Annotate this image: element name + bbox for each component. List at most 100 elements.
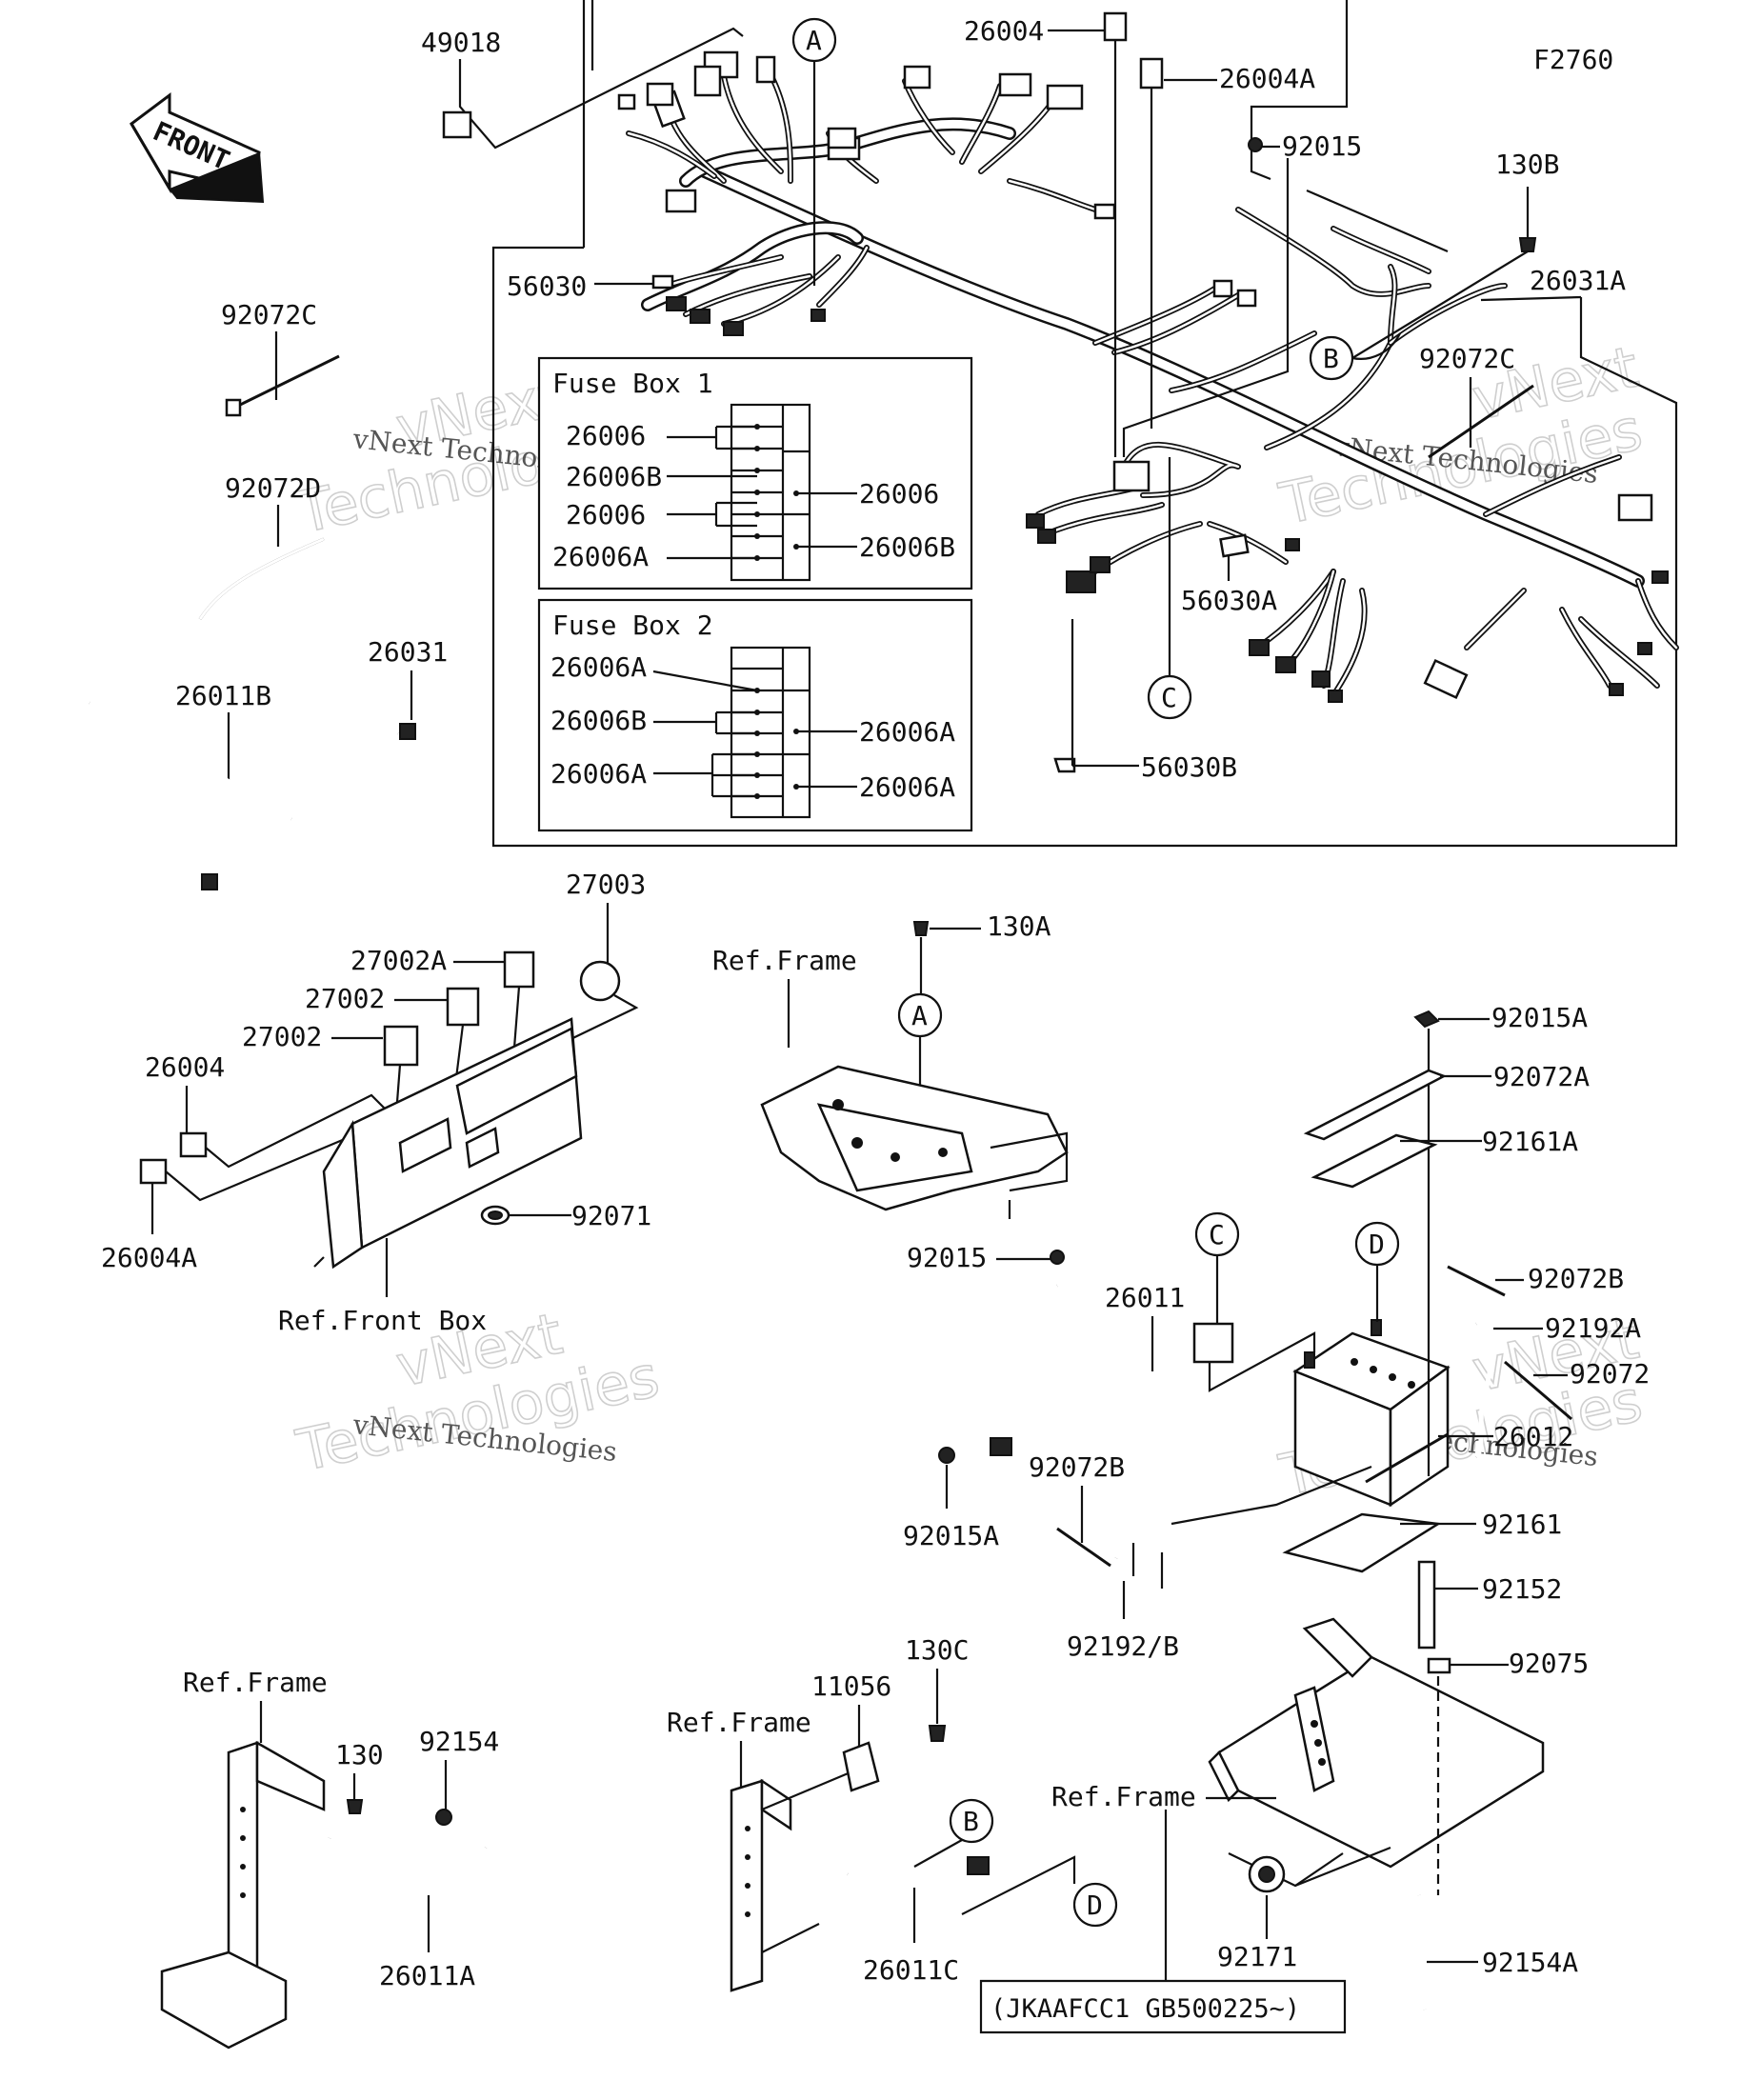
part-27003-label: 27003	[566, 869, 646, 900]
connector	[690, 309, 710, 324]
callout-d-label: D	[1369, 1229, 1385, 1260]
nut-92015A-right	[1413, 1010, 1440, 1029]
connector	[1093, 203, 1116, 220]
part-92154-label: 92154	[419, 1726, 499, 1757]
tray-hook	[1302, 1617, 1373, 1678]
connector	[755, 55, 776, 84]
bolt-130A	[912, 921, 930, 936]
callout-b2-label: B	[963, 1806, 979, 1837]
callout-c-label: C	[1161, 682, 1177, 713]
front-box-section: 27003 27002A 27002 27002 26004 26004A	[101, 869, 651, 1336]
part-26004-top-label: 26004	[964, 15, 1044, 47]
connector	[1037, 529, 1056, 544]
label-tag	[1053, 757, 1076, 773]
connector	[399, 723, 416, 740]
frame-base	[160, 1950, 288, 2050]
fuse-box-1-right-1: 26006B	[859, 531, 955, 563]
cable-tie-head	[225, 398, 242, 417]
fuse-box-1-title: Fuse Box 1	[552, 368, 713, 399]
part-92015-top-nut	[1248, 137, 1263, 152]
callout-d2-label: D	[1087, 1890, 1103, 1921]
fuse-box-1-right-0: 26006	[859, 478, 939, 510]
bracket-92072A	[1303, 1069, 1448, 1141]
connector	[1328, 690, 1343, 703]
battery-tray	[1217, 1655, 1545, 1869]
connector	[903, 65, 931, 90]
connector	[1311, 670, 1331, 688]
battery-tray-edge	[1208, 1750, 1240, 1803]
callout-b-label: B	[1323, 343, 1339, 374]
part-26031-label: 26031	[368, 636, 448, 668]
connector	[810, 309, 826, 322]
part-92072A-label: 92072A	[1493, 1061, 1590, 1092]
connector	[1637, 642, 1652, 655]
fuse-box-2-left-0: 26006A	[550, 651, 647, 683]
frame-plate	[816, 1103, 973, 1192]
connector	[617, 93, 636, 110]
connector-26004	[179, 1131, 208, 1158]
front-box-side	[322, 1119, 364, 1270]
part-92072C-left-label: 92072C	[221, 299, 317, 330]
part-92192B-label: 92192/B	[1067, 1630, 1179, 1662]
part-92015-mid-label: 92015	[907, 1242, 987, 1273]
part-26004-mid-label: 26004	[145, 1051, 225, 1083]
part-26011C-label: 26011C	[863, 1954, 959, 1986]
part-26011-label: 26011	[1105, 1282, 1185, 1313]
battery-section: 92015 26011 C 92015A 92072B 92192/B	[903, 1002, 1650, 2034]
part-26004A-top-label: 26004A	[1219, 63, 1315, 94]
part-26012-label: 26012	[1493, 1421, 1573, 1452]
part-56030-label: 56030	[507, 270, 587, 302]
part-92072D-label: 92072D	[225, 472, 321, 504]
part-26004-top-connector	[1103, 11, 1128, 42]
connector	[1285, 538, 1300, 551]
part-26004A-top-connector	[1139, 57, 1164, 90]
ref-frame-1-label: Ref.Frame	[712, 945, 857, 976]
connector	[1423, 658, 1469, 700]
part-92072B-right-label: 92072B	[1528, 1263, 1624, 1294]
switch-27002A	[503, 950, 535, 989]
part-130B-label: 130B	[1495, 149, 1559, 180]
part-49018-label: 49018	[421, 27, 501, 58]
part-92152-label: 92152	[1482, 1573, 1562, 1605]
connector	[723, 321, 744, 336]
fuse-box-2-right-1: 26006A	[859, 771, 955, 803]
ref-frame-3-label: Ref.Frame	[667, 1707, 811, 1738]
figure-code: F2760	[1533, 44, 1613, 75]
part-92192A-label: 92192A	[1545, 1312, 1641, 1344]
switch-27002	[383, 1025, 419, 1067]
part-56030A-label: 56030A	[1181, 585, 1277, 616]
main-harness-group: A B C 49018 26004 26004A 92015 130B 2603…	[421, 0, 1679, 848]
part-26004A-mid-label: 26004A	[101, 1242, 197, 1273]
serial-note: (JKAAFCC1 GB500225~)	[991, 1994, 1300, 2024]
part-130-label: 130	[335, 1739, 384, 1770]
fuse-box-1-left-1: 26006B	[566, 461, 662, 492]
connector	[1026, 513, 1045, 529]
battery-terminal	[1304, 1351, 1315, 1369]
fuse-box-1-left-0: 26006	[566, 420, 646, 451]
connector	[1651, 570, 1669, 584]
part-92072C-right-label: 92072C	[1419, 343, 1515, 374]
part-92015-top-label: 92015	[1282, 130, 1362, 162]
left-loose-parts: 92072C 92072D 26031 26011B	[88, 299, 470, 910]
part-26031A-label: 26031A	[1530, 265, 1626, 296]
cap-92075	[1427, 1657, 1451, 1674]
part-11056-label: 11056	[811, 1670, 891, 1702]
label-tag	[651, 274, 674, 290]
terminal	[990, 1437, 1012, 1456]
front-box-slot	[465, 1127, 500, 1169]
part-92154A-label: 92154A	[1482, 1947, 1578, 1978]
fuse-box-1-left-3: 26006A	[552, 541, 649, 572]
connector	[1046, 84, 1084, 110]
fuse-box-2: Fuse Box 2 26006A 26006B 26006A 26006A 2…	[537, 598, 973, 832]
part-130B-bolt	[1518, 237, 1537, 252]
connector	[1617, 493, 1653, 522]
connector	[693, 65, 722, 97]
clamp-hole	[1258, 1866, 1275, 1883]
nut-92015A	[938, 1447, 955, 1464]
ref-frame-2-label: Ref.Frame	[183, 1667, 328, 1698]
connector	[1249, 639, 1270, 656]
label-tag	[1219, 533, 1250, 558]
connector-26004A	[139, 1158, 168, 1185]
frame-arm	[255, 1740, 326, 1811]
